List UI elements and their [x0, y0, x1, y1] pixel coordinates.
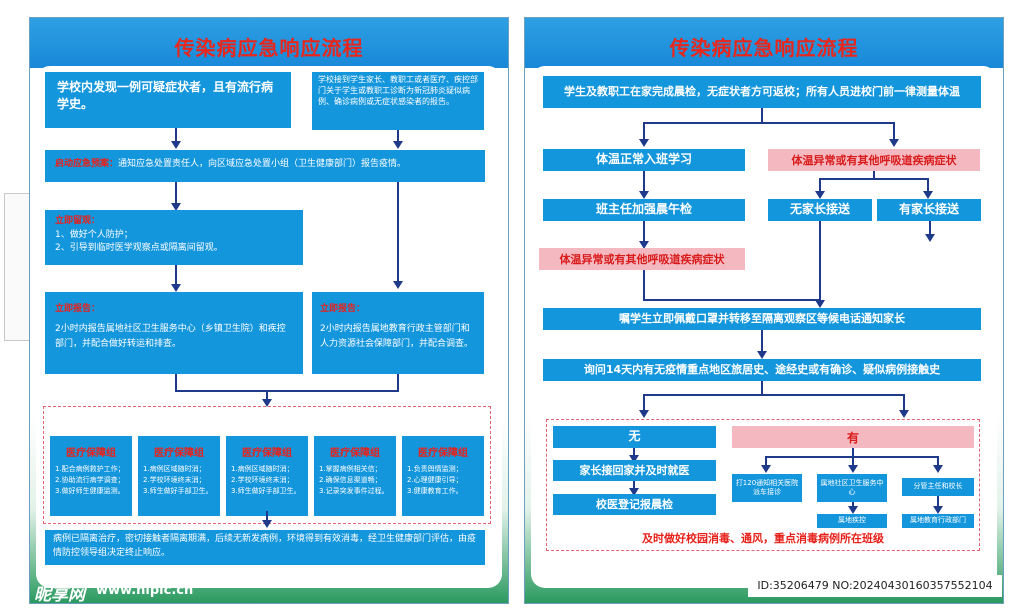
group-title: 医疗保障组: [154, 448, 204, 459]
group-line: 1.负责舆情监测；: [407, 465, 463, 473]
response-dashed-frame: [546, 419, 980, 551]
left-poster-title: 传染病应急响应流程: [174, 36, 364, 60]
report-education-box: 立即报告： 2小时内报告属地教育行政主管部门和人力资源社会保障部门，并配合调查。: [312, 292, 484, 374]
observe-line-1: 1、做好个人防护；: [55, 229, 133, 240]
normal-temp-box: 体温正常入班学习: [543, 149, 745, 171]
terminate-response-box: 病例已隔离治疗，密切接触者隔离期满，后续无新发病例，环境得到有效消毒，经卫生健康…: [45, 530, 485, 565]
group-line: 2.学校环境终末消；: [143, 475, 206, 484]
observe-line-2: 2、引导到临时医学观察点或隔离间留观。: [55, 243, 223, 253]
group-line: 2.学校环境终末消；: [231, 475, 294, 484]
report-education-label: 立即报告：: [320, 304, 366, 314]
group-line: 3.师生做好手部卫生。: [231, 486, 301, 495]
abnormal-temp-box-2: 体温异常或有其他呼吸道疾病症状: [539, 248, 745, 270]
medical-group-card: 医疗保障组 1.病例区域随时消； 2.学校环境终末消； 3.师生做好手部卫生。: [226, 436, 308, 516]
register-box: 校医登记报晨检: [553, 494, 716, 515]
watermark-logo: 昵享网: [34, 585, 85, 605]
group-line: 1.病例区域随时消；: [143, 465, 206, 473]
group-title: 医疗保障组: [242, 448, 292, 459]
group-line: 3.记录突发事件过程。: [319, 486, 389, 495]
left-poster: 传染病应急响应流程 学校内发现一例可疑症状者，且有流行病学史。 学校接到学生家长…: [29, 17, 509, 604]
no-parent-box: 无家长接送: [768, 199, 872, 221]
group-line: 3.师生做好手部卫生。: [143, 486, 213, 495]
group-line: 2.确保信息渠道畅；: [319, 475, 382, 484]
group-line: 1.配合病例救护工作；: [55, 465, 125, 473]
group-line: 3.做好师生健康监测。: [55, 486, 125, 495]
medical-group-card: 医疗保障组 1.配合病例救护工作； 2.协助流行病学调查； 3.做好师生健康监测…: [50, 436, 132, 516]
left-poster-header: [30, 18, 508, 68]
report-education-text: 2小时内报告属地教育行政主管部门和人力资源社会保障部门，并配合调查。: [320, 324, 474, 349]
medical-group-card: 医疗保障组 1.病例区域随时消； 2.学校环境终末消； 3.师生做好手部卫生。: [138, 436, 220, 516]
community-center-box: 属地社区卫生服务中心: [817, 474, 887, 502]
report-health-box: 立即报告： 2小时内报告属地社区卫生服务中心（乡镇卫生院）和疾控部门，并配合做好…: [45, 292, 303, 374]
teacher-check-box: 班主任加强晨午检: [543, 199, 745, 221]
group-line: 2.心理健康引导；: [407, 475, 463, 484]
group-title: 医疗保障组: [66, 448, 116, 459]
education-dept-box: 属地教育行政部门: [902, 514, 974, 528]
emergency-plan-box: 启动应急预案：通知应急处置责任人，向区域应急处置小组（卫生健康部门）报告疫情。: [45, 150, 485, 182]
report-health-text: 2小时内报告属地社区卫生服务中心（乡镇卫生院）和疾控部门，并配合做好转运和排查。: [55, 324, 286, 349]
has-parent-box: 有家长接送: [877, 199, 981, 221]
medical-group-card: 医疗保障组 1.负责舆情监测； 2.心理健康引导； 3.健康教育工作。: [402, 436, 484, 516]
morning-check-box: 学生及教职工在家完成晨检，无症状者方可返校；所有人员进校门前一律测量体温: [543, 76, 981, 108]
disinfection-note: 及时做好校园消毒、通风，重点消毒病例所在班级: [642, 532, 884, 545]
observe-label: 立即留观：: [55, 216, 101, 226]
right-poster-title: 传染病应急响应流程: [669, 36, 859, 60]
inquiry-box: 询问14天内有无疫情重点地区旅居史、途经史或有确诊、疑似病例接触史: [543, 359, 981, 381]
group-line: 1.掌握病例相关信；: [319, 465, 382, 473]
watermark-url: www.nipic.cn: [96, 583, 194, 598]
group-line: 2.协助流行病学调查；: [55, 475, 125, 484]
no-history-box: 无: [553, 426, 716, 448]
has-history-box: 有: [732, 426, 974, 448]
right-poster: 传染病应急响应流程 学生及教职工在家完成晨检，无症状者方可返校；所有人员进校门前…: [524, 17, 1004, 604]
call-120-box: 打120通知相关医院派车接诊: [732, 474, 802, 502]
go-home-box: 家长接回家并及时就医: [553, 460, 716, 481]
watermark-id: ID:35206479 NO:20240430160357552104: [748, 575, 1002, 597]
report-received-box: 学校接到学生家长、教职工或者医疗、疾控部门关于学生或教职工诊断为新冠肺炎疑似病例…: [312, 72, 484, 130]
emergency-plan-label: 启动应急预案：: [55, 159, 119, 169]
principal-box: 分管主任和校长: [902, 478, 974, 496]
group-title: 医疗保障组: [418, 448, 468, 459]
report-health-label: 立即报告：: [55, 304, 101, 314]
isolation-box: 嘱学生立即佩戴口罩并转移至隔离观察区等候电话通知家长: [543, 308, 981, 330]
observe-box: 立即留观： 1、做好个人防护； 2、引导到临时医学观察点或隔离间留观。: [45, 210, 303, 265]
group-line: 3.健康教育工作。: [407, 486, 463, 495]
group-line: 1.病例区域随时消；: [231, 465, 294, 473]
emergency-plan-text: 通知应急处置责任人，向区域应急处置小组（卫生健康部门）报告疫情。: [118, 159, 407, 169]
cdc-box: 属地疾控: [817, 514, 887, 528]
abnormal-temp-box: 体温异常或有其他呼吸道疾病症状: [768, 149, 980, 171]
medical-group-card: 医疗保障组 1.掌握病例相关信； 2.确保信息渠道畅； 3.记录突发事件过程。: [314, 436, 396, 516]
suspect-case-box: 学校内发现一例可疑症状者，且有流行病学史。: [45, 72, 291, 128]
right-poster-header: [525, 18, 1003, 68]
group-title: 医疗保障组: [330, 448, 380, 459]
